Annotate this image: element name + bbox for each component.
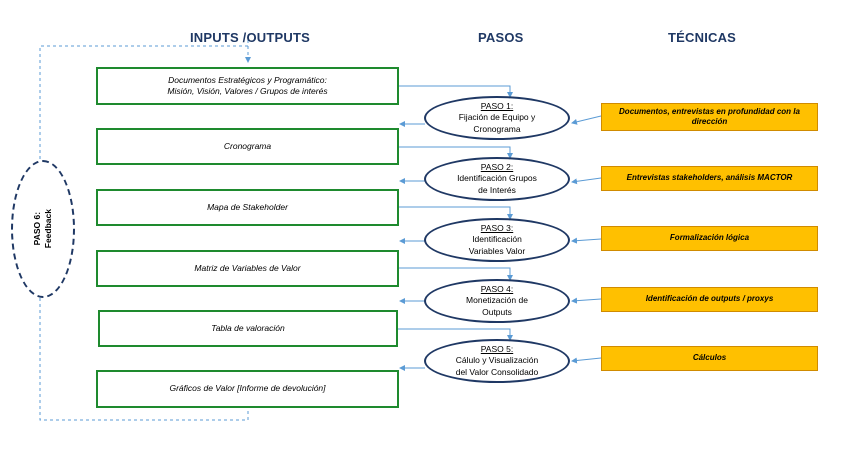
connector-io4-step4 (398, 267, 513, 281)
header-tecnicas: TÉCNICAS (668, 30, 737, 45)
step-line1: Identificación (472, 234, 522, 245)
step-number: PASO 2: (480, 162, 514, 173)
step-4: PASO 4: Monetización de Outputs (424, 279, 570, 323)
technique-line1: Cálculos (692, 353, 727, 363)
io-box-line1: Mapa de Stakeholder (207, 201, 288, 212)
step-line2: Variables Valor (468, 245, 526, 256)
connector-tech3-line (571, 237, 602, 244)
technique-box-1: Documentos, entrevistas en profundidad c… (601, 103, 818, 131)
connector-io1-step1 (398, 85, 513, 98)
step-1: PASO 1: Fijación de Equipo y Cronograma (424, 96, 570, 140)
connector-io5-step5 (398, 328, 513, 341)
technique-line1: Formalización lógica (669, 233, 750, 243)
io-box-line1: Matriz de Variables de Valor (194, 262, 301, 273)
feedback-line1: PASO 6: (32, 212, 43, 246)
header-inputs-outputs: INPUTS /OUTPUTS (190, 30, 311, 45)
step-2: PASO 2: Identificación Grupos de Interés (424, 157, 570, 201)
io-box-graficos-valor: Gráficos de Valor [Informe de devolución… (96, 370, 399, 408)
step-line2: Outputs (482, 306, 512, 317)
feedback-step-6: PASO 6: Feedback (11, 160, 75, 298)
feedback-label: PASO 6: Feedback (32, 209, 53, 248)
feedback-line2: Feedback (43, 209, 53, 249)
step-number: PASO 1: (480, 101, 514, 112)
io-box-line1: Gráficos de Valor [Informe de devolución… (169, 383, 326, 394)
io-box-line1: Documentos Estratégicos y Programático: (168, 74, 327, 85)
feedback-loop-top (39, 45, 248, 160)
technique-line1: Identificación de outputs / proxys (645, 294, 774, 304)
header-pasos: PASOS (478, 30, 524, 45)
step-3: PASO 3: Identificación Variables Valor (424, 218, 570, 262)
technique-box-2: Entrevistas stakeholders, análisis MACTO… (601, 166, 818, 191)
connector-tech5-line (571, 357, 602, 364)
connector-tech4-line (571, 297, 602, 304)
io-box-matriz-variables: Matriz de Variables de Valor (96, 250, 399, 287)
technique-box-3: Formalización lógica (601, 226, 818, 251)
step-number: PASO 3: (480, 223, 514, 234)
io-box-cronograma: Cronograma (96, 128, 399, 165)
step-line2: Cronograma (473, 123, 521, 134)
step-line1: Monetización de (466, 295, 528, 306)
technique-line1: Entrevistas stakeholders, análisis MACTO… (626, 173, 793, 183)
connector-tech1-line (571, 115, 602, 125)
step-line2: del Valor Consolidado (455, 366, 539, 377)
technique-box-5: Cálculos (601, 346, 818, 371)
step-line1: Fijación de Equipo y (458, 112, 536, 123)
io-box-tabla-valoracion: Tabla de valoración (98, 310, 398, 347)
step-number: PASO 4: (480, 284, 514, 295)
technique-line2: dirección (691, 117, 728, 126)
step-line1: Identificación Grupos (457, 173, 537, 184)
technique-box-4: Identificación de outputs / proxys (601, 287, 818, 312)
io-box-line1: Cronograma (223, 140, 272, 151)
step-number: PASO 5: (480, 344, 514, 355)
io-box-mapa-stakeholder: Mapa de Stakeholder (96, 189, 399, 226)
io-box-documentos: Documentos Estratégicos y Programático: … (96, 67, 399, 105)
step-line2: de Interés (478, 184, 516, 195)
feedback-loop-bottom (39, 298, 249, 421)
connector-tech2-line (571, 177, 602, 185)
io-box-line2: Misión, Visión, Valores / Grupos de inte… (167, 86, 328, 96)
technique-line1: Documentos, entrevistas en profundidad c… (619, 106, 800, 116)
connector-io2-step2 (398, 146, 513, 159)
step-line1: Cálulo y Visualización (455, 355, 539, 366)
step-5: PASO 5: Cálulo y Visualización del Valor… (424, 339, 570, 383)
connector-io3-step3 (398, 206, 513, 220)
io-box-line1: Tabla de valoración (211, 322, 285, 333)
